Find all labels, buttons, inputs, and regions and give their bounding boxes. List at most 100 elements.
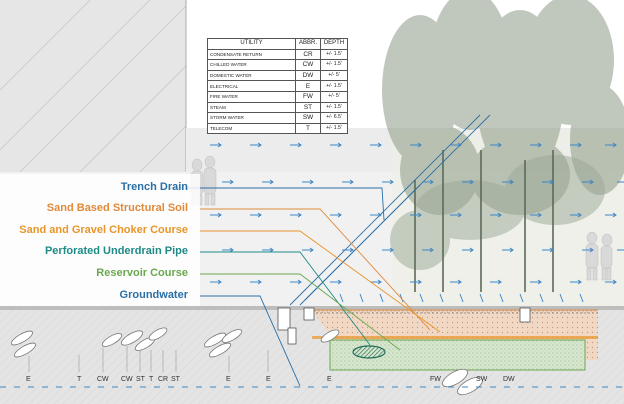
flow-arrows [210, 142, 624, 303]
tree-trunks [414, 150, 554, 292]
utility-code: T [149, 376, 154, 383]
flow-arrow [382, 247, 394, 253]
utility-code: ST [136, 376, 145, 383]
flow-arrow [570, 142, 582, 148]
trench-drain [277, 307, 531, 345]
utility-code: CW [97, 376, 109, 383]
flow-arrow [502, 247, 514, 253]
infiltration-arrow [559, 293, 564, 303]
legend-reservoir-course: Reservoir Course [96, 267, 188, 279]
flow-arrow [450, 279, 462, 285]
infiltration-arrow [359, 293, 364, 303]
infiltration-arrow [439, 293, 444, 303]
infiltration-arrow [479, 293, 484, 303]
header-utility: UTILITY [207, 38, 296, 50]
building-facade [0, 0, 186, 172]
flow-arrow [382, 179, 394, 185]
infiltration-arrow [419, 293, 424, 303]
flow-arrow [530, 142, 542, 148]
tree-canopy [382, 0, 624, 215]
infiltration-arrow [339, 293, 344, 303]
utility-code: DW [503, 376, 515, 383]
flow-arrow [450, 142, 462, 148]
flow-arrow [250, 279, 262, 285]
flow-arrow [542, 179, 554, 185]
flow-arrow [330, 212, 342, 218]
flow-arrow [605, 279, 617, 285]
facade-hatch [0, 0, 187, 173]
flow-arrow [290, 279, 302, 285]
legend-groundwater: Groundwater [119, 289, 188, 301]
utility-code: E [266, 376, 271, 383]
infiltration-arrow [519, 293, 524, 303]
flow-arrow [490, 212, 502, 218]
flow-arrow [422, 179, 434, 185]
flow-arrow [222, 179, 234, 185]
utility-code: FW [430, 376, 441, 383]
flow-arrow [530, 279, 542, 285]
utility-leaders [28, 346, 269, 372]
flow-arrow [617, 249, 624, 251]
flow-arrow [330, 142, 342, 148]
flow-arrow [582, 247, 594, 253]
flow-arrow [210, 279, 222, 285]
flow-arrow [490, 142, 502, 148]
flow-arrow [462, 247, 474, 253]
flow-arrow [290, 212, 302, 218]
flow-arrow [210, 142, 222, 148]
utility-code: E [327, 376, 332, 383]
legend-trench-drain: Trench Drain [120, 181, 188, 193]
flow-arrow [410, 279, 422, 285]
flow-arrow [210, 212, 222, 218]
legend-leaders [170, 187, 441, 387]
flow-arrow [542, 247, 554, 253]
flow-arrow [582, 179, 594, 185]
flow-arrow [302, 247, 314, 253]
flow-arrow [490, 279, 502, 285]
flow-arrow [290, 142, 302, 148]
header-depth: DEPTH [320, 38, 348, 50]
utility-pipes [11, 327, 483, 396]
flow-arrow [250, 142, 262, 148]
flow-arrow [370, 279, 382, 285]
flow-arrow [450, 212, 462, 218]
flow-arrow [422, 247, 434, 253]
infiltration-arrow [379, 293, 384, 303]
flow-arrow [370, 212, 382, 218]
header-abbr: ABBR. [295, 38, 321, 50]
utility-code: E [26, 376, 31, 383]
flow-arrow [370, 142, 382, 148]
infiltration-arrow [539, 293, 544, 303]
table-header-row: UTILITY ABBR. DEPTH [207, 38, 348, 50]
utility-code: ST [171, 376, 180, 383]
legend-choker-course: Sand and Gravel Choker Course [19, 224, 188, 236]
flow-arrow [570, 212, 582, 218]
flow-arrow [302, 179, 314, 185]
choker-course [312, 310, 598, 314]
flow-arrow [605, 212, 617, 218]
utility-code: E [226, 376, 231, 383]
flow-arrow [222, 247, 234, 253]
flow-arrow [617, 181, 624, 183]
flow-arrow [262, 179, 274, 185]
flow-arrow [330, 279, 342, 285]
utility-code: T [77, 376, 82, 383]
flow-arrow [342, 247, 354, 253]
flow-arrow [462, 179, 474, 185]
utility-code: CW [121, 376, 133, 383]
infiltration-arrow [499, 293, 504, 303]
flow-arrow [502, 179, 514, 185]
legend-structural-soil: Sand Based Structural Soil [46, 202, 188, 214]
flow-arrow [530, 212, 542, 218]
